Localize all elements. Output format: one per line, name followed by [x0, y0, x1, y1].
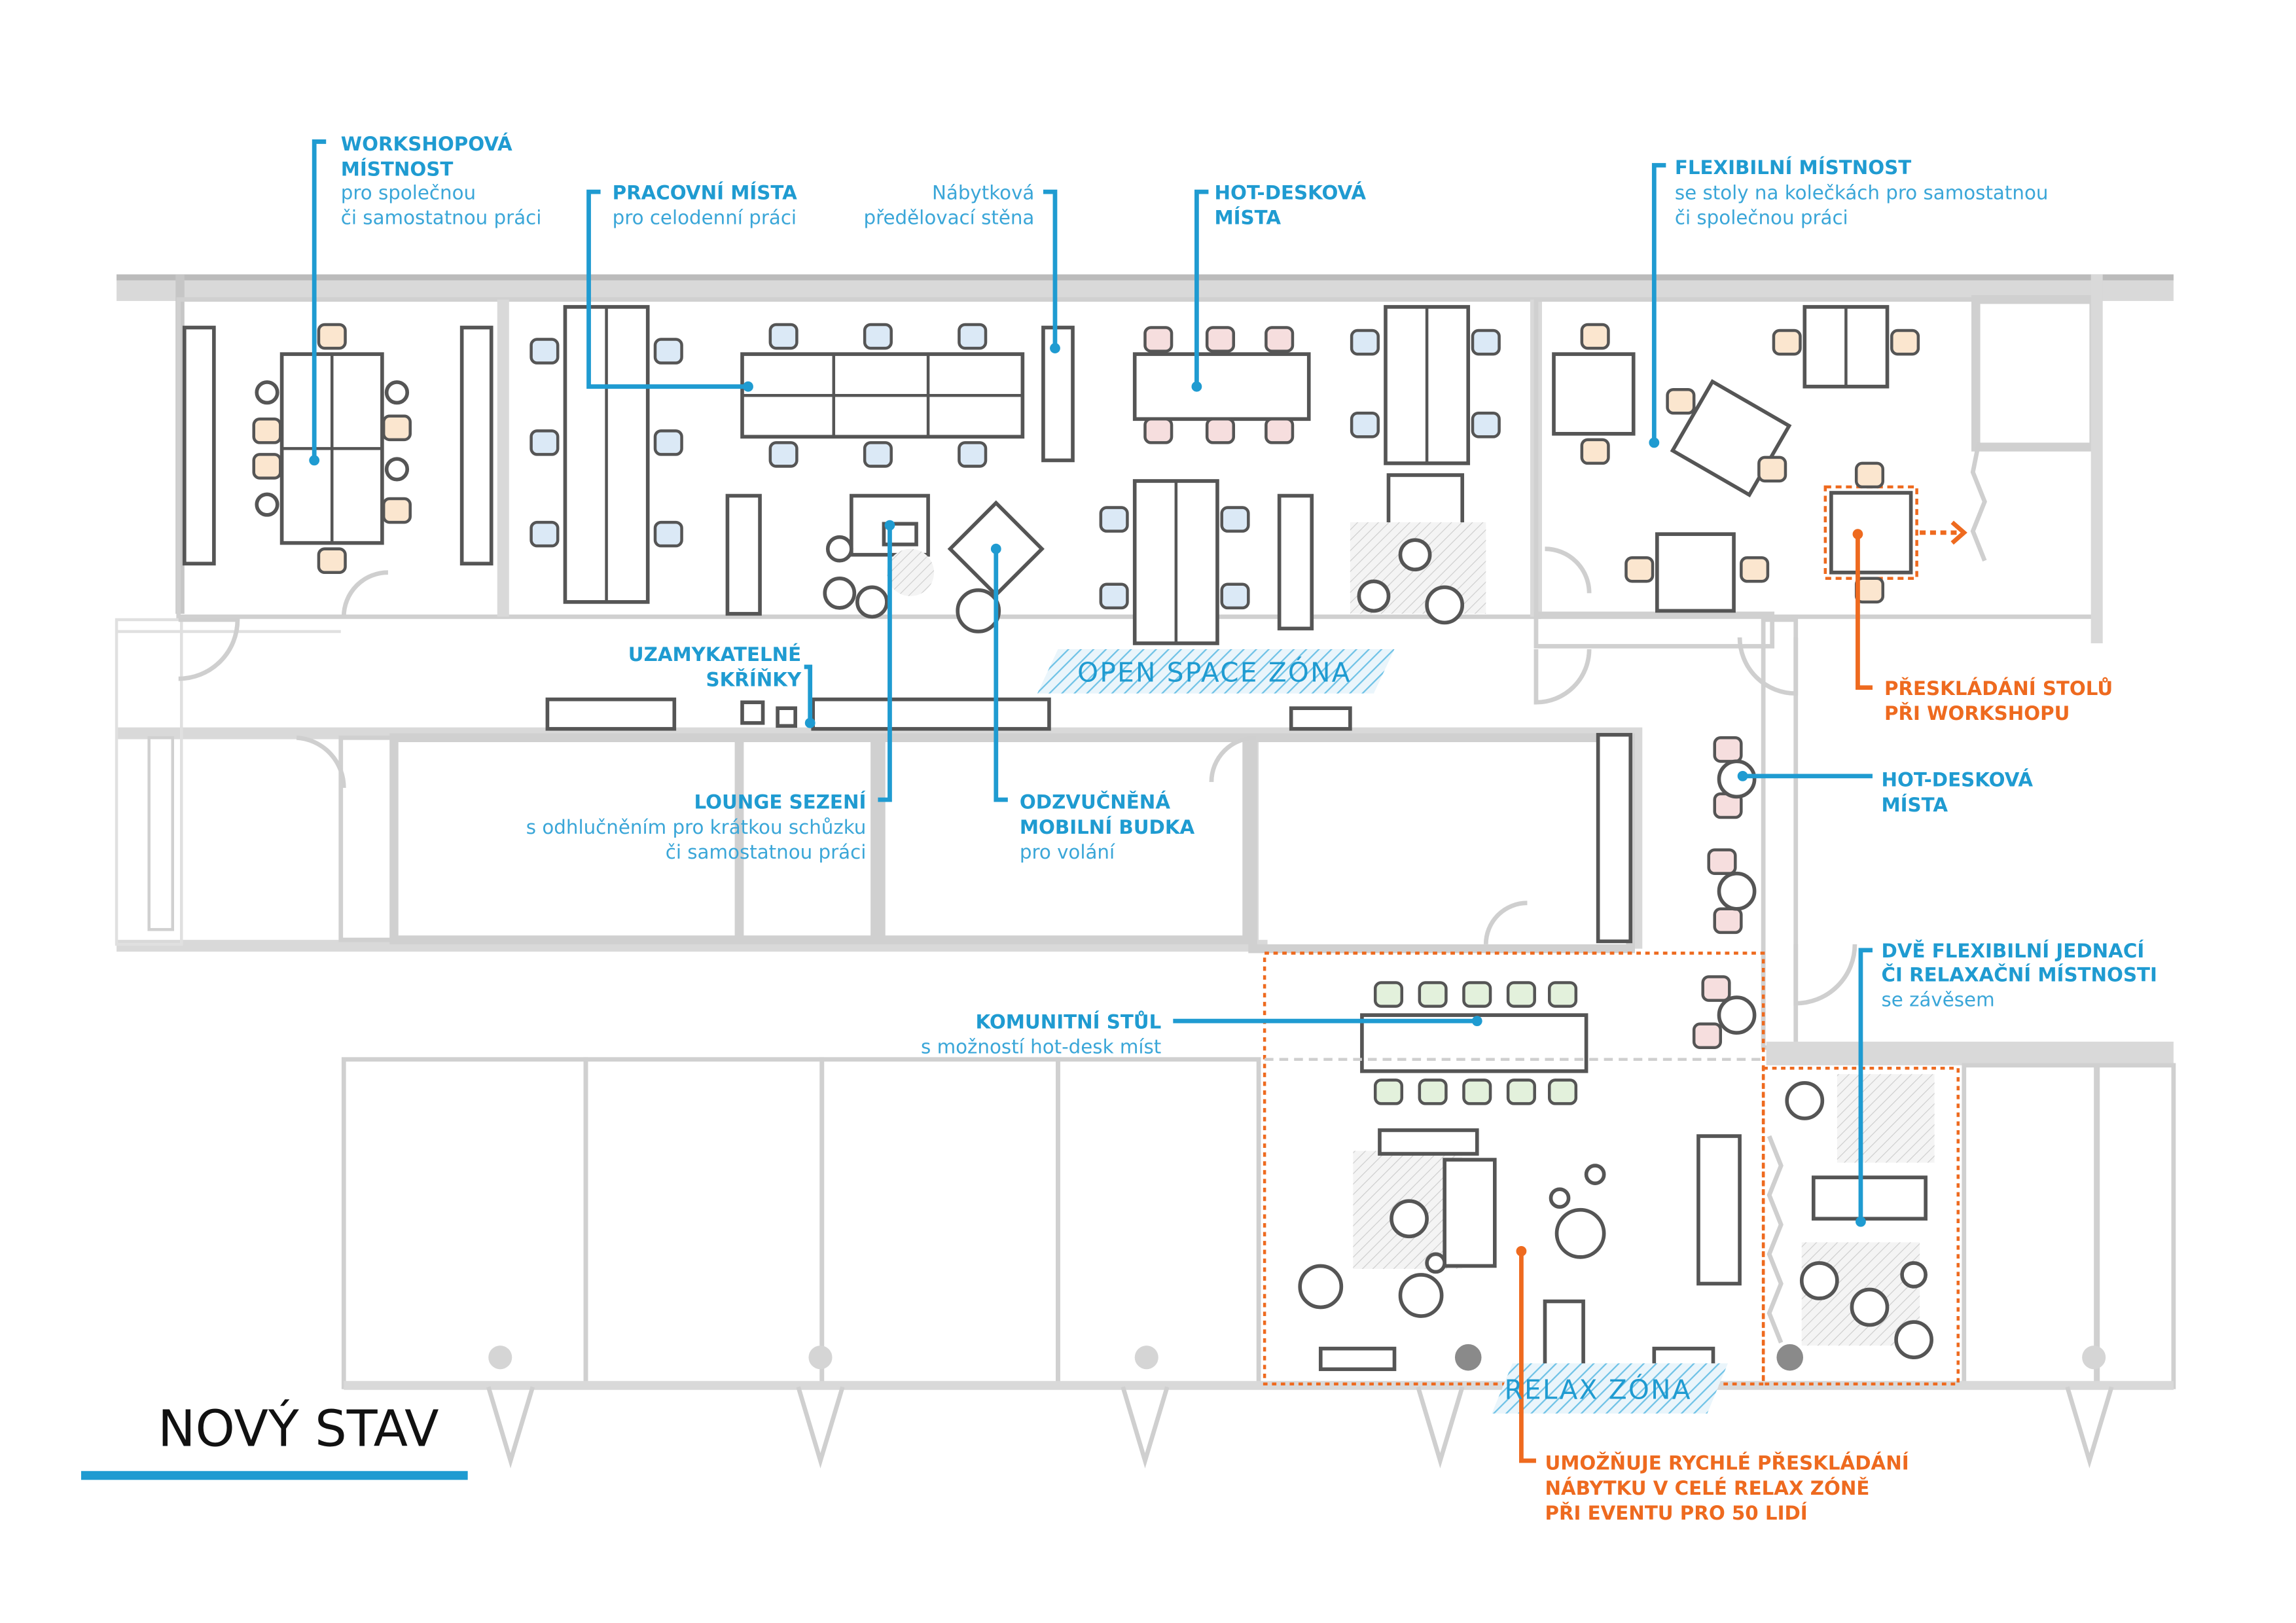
label-budka-sub: pro volání — [1020, 841, 1115, 863]
label-komunitni-title: KOMUNITNÍ STŮL — [975, 1009, 1161, 1033]
label-flexibilni-title: FLEXIBILNÍ MÍSTNOST — [1675, 156, 1911, 179]
label-workshop-title2: MÍSTNOST — [341, 157, 454, 180]
desk-clusters — [531, 305, 1499, 645]
label-umoznuje-title2: NÁBYTKU V CELÉ RELAX ZÓNĚ — [1545, 1476, 1869, 1499]
label-flexibilni-sub2: či společnou práci — [1675, 207, 1848, 229]
label-dve-flex: DVĚ FLEXIBILNÍ JEDNACÍ ČI RELAXAČNÍ MÍST… — [1882, 939, 2157, 1010]
label-hotdesk-top: HOT-DESKOVÁ MÍSTA — [1214, 181, 1366, 228]
label-lounge: LOUNGE SEZENÍ s odhlučněním pro krátkou … — [526, 790, 867, 863]
label-workshop-title: WORKSHOPOVÁ — [341, 132, 512, 155]
label-umoznuje: UMOŽŇUJE RYCHLÉ PŘESKLÁDÁNÍ NÁBYTKU V CE… — [1545, 1452, 1909, 1525]
label-dve-flex-title2: ČI RELAXAČNÍ MÍSTNOSTI — [1882, 962, 2157, 986]
label-workshop: WORKSHOPOVÁ MÍSTNOST pro společnou či sa… — [341, 132, 542, 229]
label-workshop-sub: pro společnou — [341, 181, 476, 204]
workshop-room — [182, 325, 493, 573]
label-hotdesk-right-title: HOT-DESKOVÁ — [1882, 768, 2034, 791]
label-budka: ODZVUČNĚNÁ MOBILNÍ BUDKA pro volání — [1020, 789, 1195, 863]
open-space-zone-banner — [1037, 649, 1395, 694]
label-lounge-title: LOUNGE SEZENÍ — [694, 790, 866, 813]
label-pracovni-sub: pro celodenní práci — [613, 207, 797, 229]
label-pracovni-title: PRACOVNÍ MÍSTA — [613, 181, 797, 204]
label-preskladani-title2: PŘI WORKSHOPU — [1884, 702, 2070, 724]
label-skrinky-title: UZAMYKATELNÉ — [628, 643, 801, 666]
label-preskladani: PŘESKLÁDÁNÍ STOLŮ PŘI WORKSHOPU — [1884, 676, 2113, 724]
lockers — [545, 697, 1352, 731]
label-umoznuje-title3: PŘI EVENTU PRO 50 LIDÍ — [1545, 1501, 1807, 1524]
page-title: NOVÝ STAV — [158, 1399, 439, 1458]
label-hotdesk-right: HOT-DESKOVÁ MÍSTA — [1882, 768, 2034, 816]
label-preskladani-title: PŘESKLÁDÁNÍ STOLŮ — [1884, 676, 2113, 700]
label-dve-flex-sub: se závěsem — [1882, 989, 1995, 1011]
zone-relax: RELAX ZÓNA — [1505, 1374, 1692, 1405]
label-nabytkova: Nábytková předělovací stěna — [864, 181, 1035, 228]
flexible-room — [1552, 305, 1987, 613]
label-nabytkova-sub2: předělovací stěna — [864, 207, 1035, 229]
label-budka-title: ODZVUČNĚNÁ — [1020, 789, 1170, 813]
relax-zone-banner — [1492, 1363, 1729, 1414]
label-hotdesk-top-title: HOT-DESKOVÁ — [1214, 181, 1366, 204]
leader-lines — [309, 139, 1873, 1463]
label-nabytkova-sub: Nábytková — [932, 181, 1034, 204]
label-workshop-sub2: či samostatnou práci — [341, 207, 542, 229]
lounge-seating — [823, 493, 935, 619]
label-flexibilni: FLEXIBILNÍ MÍSTNOST se stoly na kolečkác… — [1675, 156, 2049, 229]
zone-open-space: OPEN SPACE ZÓNA — [1077, 657, 1352, 688]
label-pracovni: PRACOVNÍ MÍSTA pro celodenní práci — [613, 181, 797, 228]
label-komunitni: KOMUNITNÍ STŮL s možností hot-desk míst — [921, 1009, 1161, 1058]
label-flexibilni-sub: se stoly na kolečkách pro samostatnou — [1675, 181, 2049, 204]
kitchen-unit — [1596, 732, 1757, 944]
label-umoznuje-title: UMOŽŇUJE RYCHLÉ PŘESKLÁDÁNÍ — [1545, 1452, 1909, 1474]
lounge-corner — [1350, 473, 1486, 625]
label-lounge-sub2: či samostatnou práci — [666, 841, 867, 863]
label-hotdesk-top-title2: MÍSTA — [1214, 206, 1281, 229]
label-skrinky: UZAMYKATELNÉ SKŘÍŇKY — [628, 643, 802, 690]
title-underline — [81, 1471, 468, 1480]
label-lounge-sub: s odhlučněním pro krátkou schůzku — [526, 816, 867, 838]
label-komunitni-sub: s možností hot-desk míst — [921, 1036, 1161, 1058]
relax-zone — [1263, 952, 1960, 1386]
label-skrinky-title2: SKŘÍŇKY — [706, 668, 801, 690]
label-budka-title2: MOBILNÍ BUDKA — [1020, 815, 1195, 838]
label-hotdesk-right-title2: MÍSTA — [1882, 793, 1948, 816]
label-dve-flex-title: DVĚ FLEXIBILNÍ JEDNACÍ — [1882, 939, 2145, 962]
